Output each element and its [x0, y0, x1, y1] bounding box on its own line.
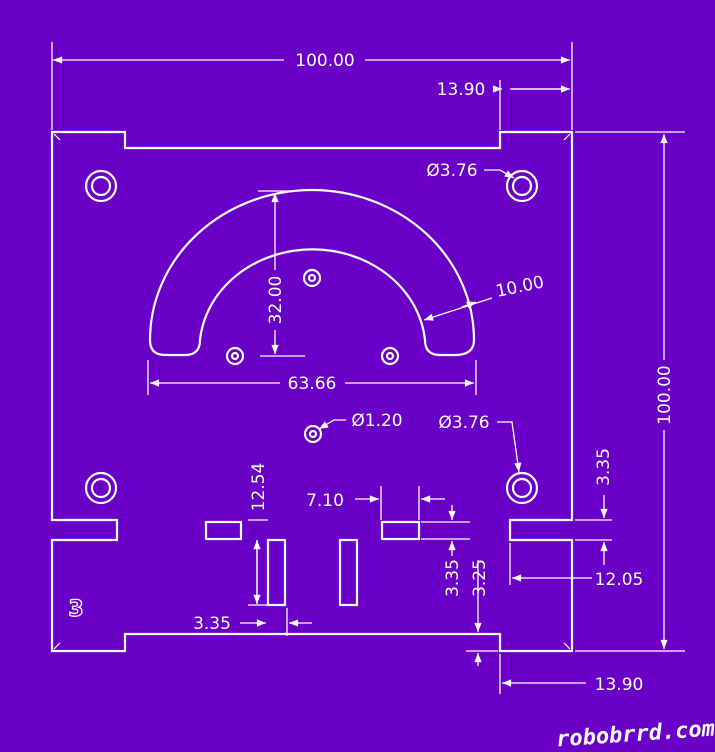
arc-slot [148, 188, 476, 357]
slot-horizontal-left [204, 520, 243, 541]
small-hole-4 [303, 424, 323, 444]
slot-vertical-right [338, 538, 359, 607]
dim-slot-gap: 7.10 [306, 491, 344, 511]
part-number: 3 [68, 597, 83, 622]
mount-hole-top-right [505, 169, 539, 203]
dim-overall-width: 100.00 [295, 51, 354, 71]
watermark-logo: robobrrd.com [555, 717, 715, 748]
dim-arc-height: 32.00 [266, 276, 286, 325]
small-hole-2 [225, 346, 245, 366]
dim-hole-top: Ø3.76 [426, 161, 477, 181]
dim-slot-length: 12.54 [249, 463, 269, 512]
dim-side-slot-depth: 12.05 [595, 570, 644, 590]
dim-arc-width: 10.00 [494, 272, 546, 302]
dim-hole-bottom: Ø3.76 [438, 413, 489, 433]
dim-bottom-notch: 13.90 [595, 675, 644, 695]
slot-vertical-left [266, 538, 287, 607]
dim-top-notch: 13.90 [437, 80, 486, 100]
mount-hole-bottom-left [84, 471, 118, 505]
mount-hole-top-left [84, 169, 118, 203]
dim-arc-span: 63.66 [288, 374, 337, 394]
dim-overall-height: 100.00 [655, 365, 675, 424]
mount-hole-bottom-right [505, 471, 539, 505]
slot-horizontal-right [380, 520, 421, 541]
dim-small-hole: Ø1.20 [351, 411, 402, 431]
dim-side-slot-width: 3.35 [594, 448, 614, 486]
dim-slot-thickness-a: 3.35 [443, 559, 463, 597]
small-hole-1 [302, 268, 322, 288]
dim-slot-thickness-c: 3.25 [470, 559, 490, 597]
dim-bottom-slot-width: 3.35 [193, 614, 231, 634]
plate-outline [50, 130, 574, 653]
corner-ticks [53, 133, 571, 650]
small-hole-3 [380, 346, 400, 366]
